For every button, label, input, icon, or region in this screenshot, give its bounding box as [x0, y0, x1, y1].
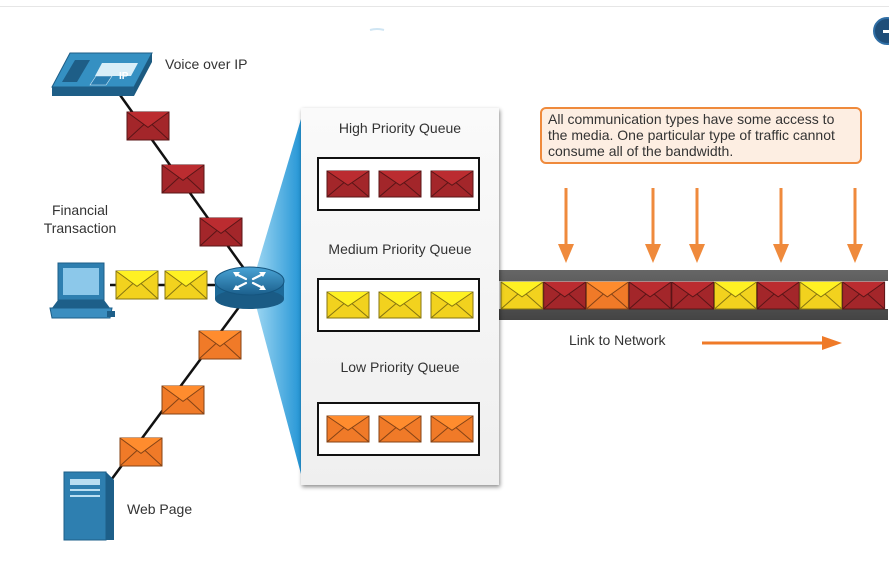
high-queue-envelopes [326, 170, 474, 198]
envelope-icon [326, 291, 370, 319]
envelope-icon [430, 291, 474, 319]
envelope-icon [378, 415, 422, 443]
web-page-label: Web Page [127, 501, 193, 517]
arrow-down-icon [558, 188, 574, 263]
router-icon [214, 266, 285, 309]
envelope-icon [671, 281, 715, 310]
envelope-icon [119, 437, 163, 467]
high-priority-queue-title: High Priority Queue [338, 120, 462, 136]
envelope-icon [585, 281, 629, 310]
envelope-icon [430, 415, 474, 443]
network-envelopes [115, 111, 243, 467]
arrow-down-icon [689, 188, 705, 263]
medium-queue-envelopes [326, 291, 474, 319]
envelope-icon [756, 281, 800, 310]
envelope-icon [199, 217, 243, 247]
queue-panel: High Priority Queue Medium Priority Queu… [301, 108, 499, 485]
envelope-icon [115, 270, 159, 300]
envelope-icon [799, 281, 843, 310]
link-to-network-label: Link to Network [569, 332, 666, 348]
ip-phone-icon [51, 52, 153, 96]
envelope-icon [430, 170, 474, 198]
envelope-icon [842, 281, 886, 310]
bandwidth-note: All communication types have some access… [540, 107, 862, 164]
computer-icon [49, 262, 115, 319]
financial-transaction-label: Financial Transaction [43, 202, 117, 236]
decorative-arc [369, 28, 385, 31]
voip-label: Voice over IP [165, 56, 248, 72]
server-icon [63, 471, 114, 541]
down-arrows [558, 188, 863, 263]
arrow-right-icon [702, 336, 842, 350]
envelope-icon [628, 281, 672, 310]
envelope-icon [161, 164, 205, 194]
high-priority-queue [317, 157, 480, 211]
arrow-down-icon [773, 188, 789, 263]
arrow-down-icon [645, 188, 661, 263]
low-queue-envelopes [326, 415, 474, 443]
envelope-icon [378, 291, 422, 319]
envelope-icon [543, 281, 587, 310]
envelope-icon [378, 170, 422, 198]
medium-priority-queue [317, 278, 480, 332]
top-divider [0, 6, 889, 7]
arrow-down-icon [847, 188, 863, 263]
envelope-icon [326, 170, 370, 198]
low-priority-queue [317, 402, 480, 456]
envelope-icon [714, 281, 757, 310]
envelope-icon [198, 330, 242, 360]
envelope-icon [126, 111, 170, 141]
envelope-icon [500, 281, 544, 310]
navigation-button[interactable] [873, 17, 889, 45]
envelope-icon [326, 415, 370, 443]
envelope-icon [161, 385, 205, 415]
ip-badge: IP [119, 71, 129, 82]
medium-priority-queue-title: Medium Priority Queue [328, 241, 472, 257]
envelope-icon [164, 270, 208, 300]
low-priority-queue-title: Low Priority Queue [340, 359, 460, 375]
link-envelopes [500, 281, 886, 310]
